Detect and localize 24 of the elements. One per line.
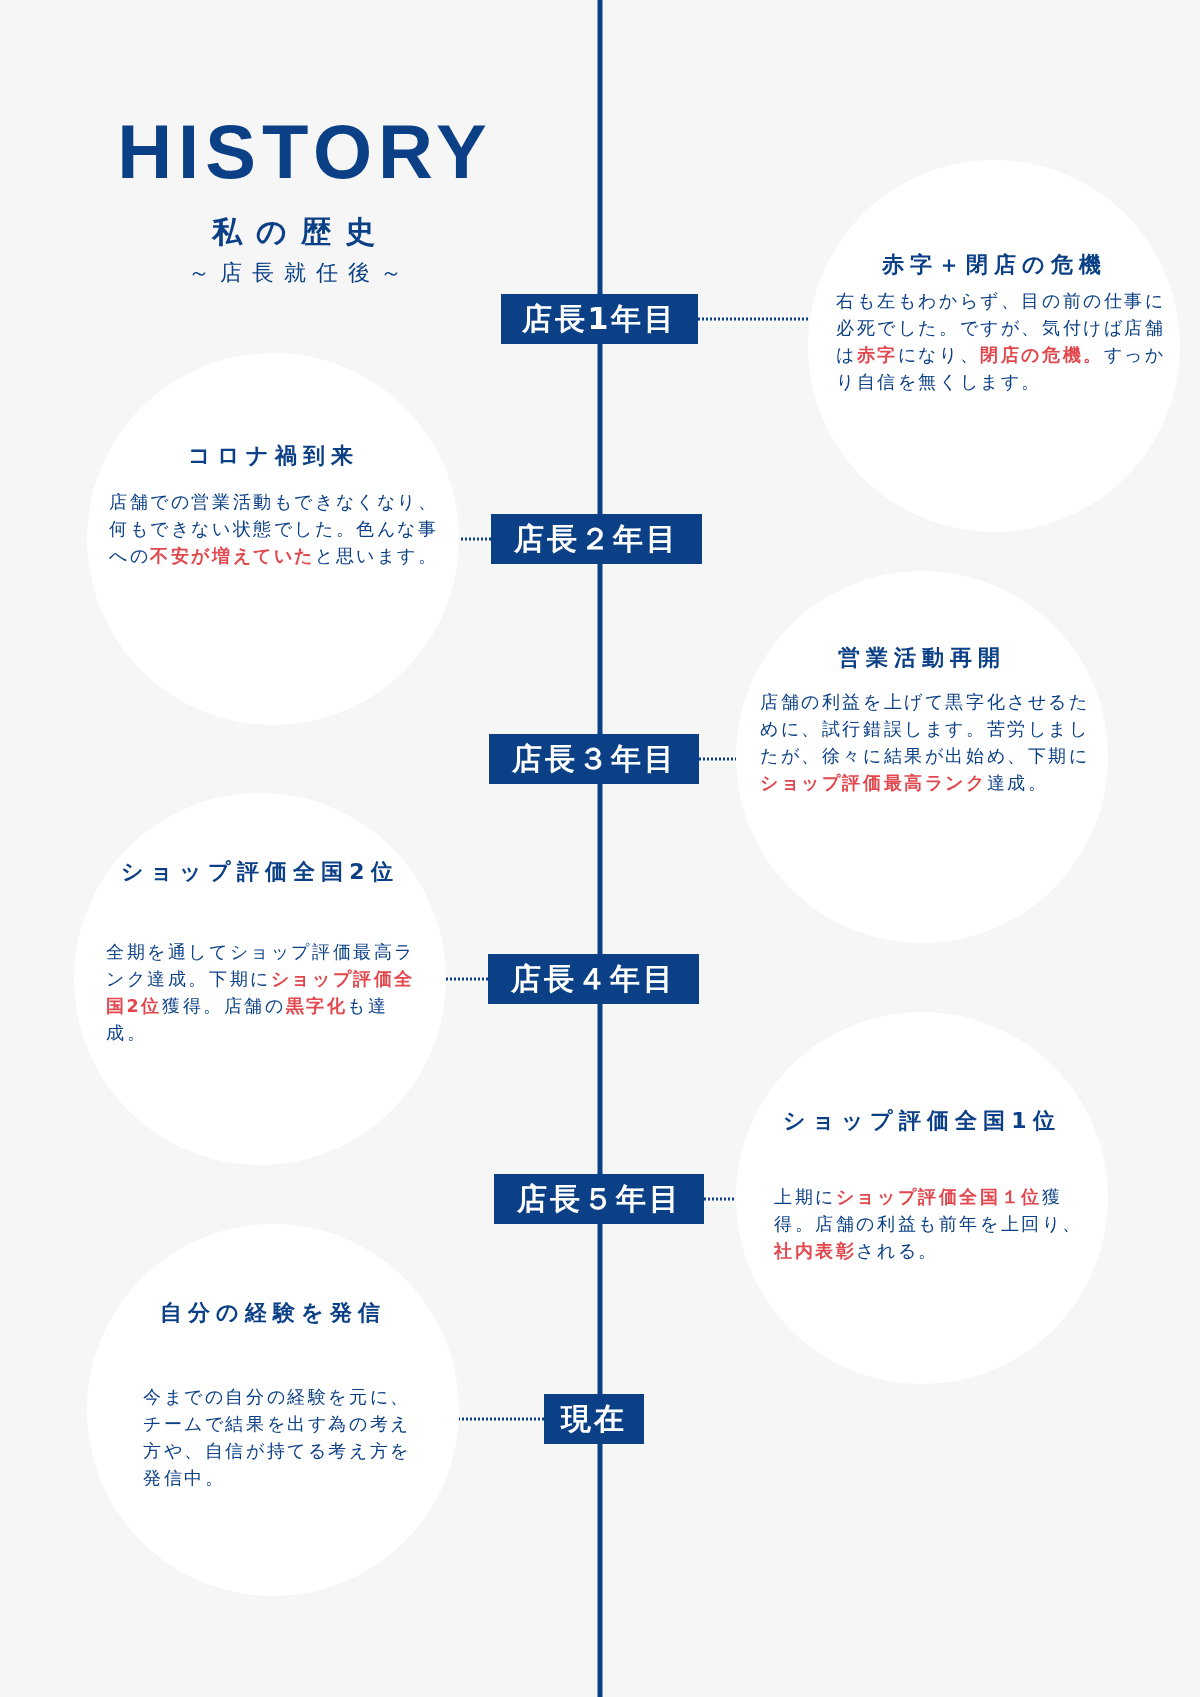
year-label: 店長４年目 bbox=[488, 954, 699, 1004]
event-heading: コロナ禍到来 bbox=[186, 442, 360, 470]
dotted-connector bbox=[446, 977, 488, 981]
dotted-connector bbox=[459, 537, 491, 541]
event-description: 右も左もわからず、目の前の仕事に必死でした。ですが、気付けば店舗は赤字になり、閉店の危機。すっかり自信を無くします。 bbox=[836, 290, 1166, 395]
event-description: 今までの自分の経験を元に、チームで結果を出す為の考え方や、自信が持てる考え方を発信中。 bbox=[143, 1386, 412, 1491]
subtitle: 私の歴史 bbox=[210, 213, 390, 251]
title: HISTORY bbox=[116, 108, 494, 195]
event-description: 店舗での営業活動もできなくなり、何もできない状態でした。色んな事への不安が増えていたと思います。 bbox=[109, 491, 439, 569]
event-heading: 赤字＋閉店の危機 bbox=[880, 251, 1108, 279]
dotted-connector bbox=[458, 1417, 544, 1421]
event-heading: ショップ評価全国2位 bbox=[120, 858, 400, 886]
event-description: 店舗の利益を上げて黒字化させるために、試行錯誤します。苦労しましたが、徐々に結果が出始め、下期にショップ評価最高ランク達成。 bbox=[760, 691, 1090, 796]
year-label: 店長３年目 bbox=[489, 734, 699, 784]
subheading: ～店長就任後～ bbox=[187, 259, 413, 287]
event-heading: 自分の経験を発信 bbox=[159, 1299, 387, 1327]
event-description: 上期にショップ評価全国１位獲得。店舗の利益も前年を上回り、社内表彰される。 bbox=[774, 1186, 1084, 1264]
year-label: 店長1年目 bbox=[501, 294, 698, 344]
event-description: 全期を通してショップ評価最高ランク達成。下期にショップ評価全国2位獲得。店舗の黒字化も達成。 bbox=[106, 941, 416, 1046]
year-label: 店長５年目 bbox=[494, 1174, 704, 1224]
year-label: 店長２年目 bbox=[491, 514, 702, 564]
event-heading: ショップ評価全国1位 bbox=[782, 1107, 1062, 1135]
year-label: 現在 bbox=[544, 1394, 644, 1444]
event-heading: 営業活動再開 bbox=[837, 644, 1007, 672]
